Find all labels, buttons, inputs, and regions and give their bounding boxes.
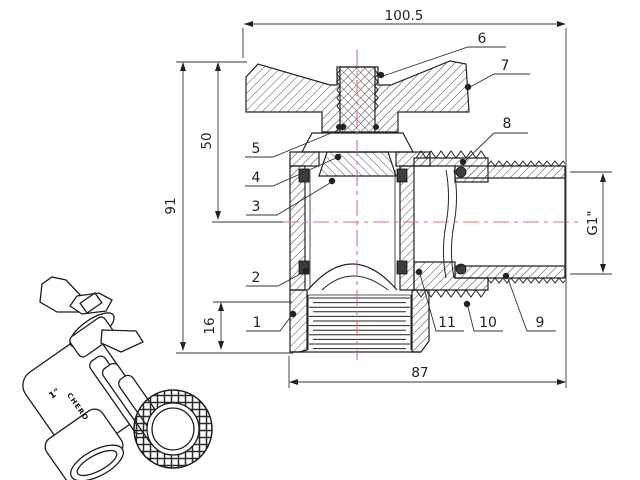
dim-body-length: 87 (288, 356, 566, 388)
dim-label-upper-height: 50 (199, 132, 215, 149)
ball-seat (396, 260, 408, 275)
bottom-port-thread (307, 294, 412, 350)
ball-arc (307, 263, 398, 291)
callout-11: 11 (415, 268, 464, 332)
centerlines (212, 50, 582, 360)
dim-overall-height: 91 (163, 61, 293, 354)
dim-label-outlet-thread: G1" (585, 210, 601, 235)
section-view (212, 50, 582, 360)
callout-4: 4 (245, 153, 342, 187)
callout-label-6: 6 (478, 31, 487, 47)
callout-label-9: 9 (536, 315, 545, 331)
callout-label-10: 10 (479, 315, 497, 331)
iso-bottom-port (44, 408, 124, 480)
callout-5: 5 (245, 123, 347, 158)
callout-1: 1 (246, 310, 297, 332)
dimensions: 100.5 91 50 16 87 (163, 8, 612, 388)
callout-label-7: 7 (501, 58, 510, 74)
iso-threaded-end (133, 389, 213, 469)
callout-label-11: 11 (438, 315, 456, 331)
ball-seat (298, 168, 310, 183)
dim-outlet-thread: G1" (570, 171, 612, 275)
valve-body-section (289, 151, 431, 353)
callout-10: 10 (463, 300, 503, 332)
callout-2: 2 (246, 267, 310, 287)
dim-top-width: 100.5 (242, 8, 567, 388)
dim-upper-height: 50 (199, 62, 221, 220)
dim-label-overall-height: 91 (163, 197, 179, 214)
ball-seat (396, 168, 408, 183)
outlet-tailpiece-section (454, 160, 566, 284)
stem-oring (373, 124, 379, 130)
callouts: 1 2 3 4 5 6 7 8 9 10 11 (245, 31, 556, 332)
dim-label-top-width: 100.5 (385, 8, 424, 24)
callout-label-4: 4 (252, 170, 261, 186)
dim-label-port-depth: 16 (202, 317, 218, 334)
iso-stem-neck (69, 312, 115, 358)
callout-8: 8 (459, 116, 528, 166)
callout-label-5: 5 (252, 141, 261, 157)
callout-label-8: 8 (503, 116, 512, 132)
callout-label-3: 3 (252, 199, 261, 215)
iso-view: 1" CHERO (22, 276, 213, 480)
iso-handle (39, 276, 144, 353)
callout-label-1: 1 (253, 315, 262, 331)
callout-9: 9 (502, 272, 556, 332)
iso-handle-hex-nut (69, 292, 113, 315)
callout-6: 6 (377, 31, 506, 79)
dim-port-depth: 16 (202, 301, 292, 350)
callout-7: 7 (464, 58, 530, 91)
callout-label-2: 2 (252, 270, 261, 286)
iso-handle-right-wing (100, 329, 144, 353)
dim-label-body-length: 87 (411, 365, 428, 381)
ball-arc-inner (321, 275, 389, 291)
callout-3: 3 (246, 177, 336, 216)
ball-seat (298, 260, 310, 275)
